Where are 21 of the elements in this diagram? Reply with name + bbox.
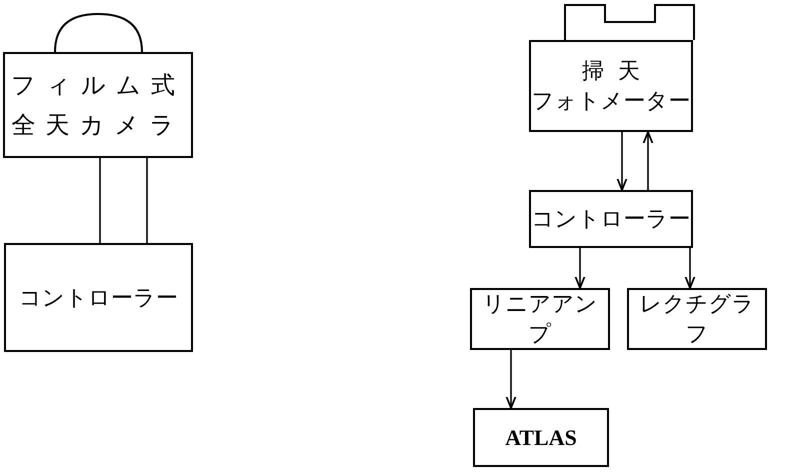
process-box (529, 40, 693, 132)
arrow (574, 248, 586, 289)
cable (99, 157, 148, 244)
process-box (473, 408, 609, 467)
box-label: コントローラー (532, 206, 690, 234)
process-box (3, 52, 193, 158)
box-label: レクチグラフ (638, 291, 756, 349)
process-box (4, 243, 193, 352)
box-label: コントローラー (19, 284, 178, 312)
box-label: フォトメーター (532, 88, 690, 116)
process-box (529, 190, 693, 248)
box-label: ATLAS (505, 424, 577, 450)
arrow (506, 350, 516, 409)
process-box (470, 288, 610, 350)
arrow (616, 132, 628, 191)
arrow (642, 131, 654, 190)
box-label: リニアアンプ (482, 291, 598, 349)
box-heading: 掃天 (582, 58, 654, 86)
process-box (627, 288, 767, 350)
arrow (684, 248, 696, 289)
box-label: フィルム式全天カメラ (10, 70, 186, 141)
